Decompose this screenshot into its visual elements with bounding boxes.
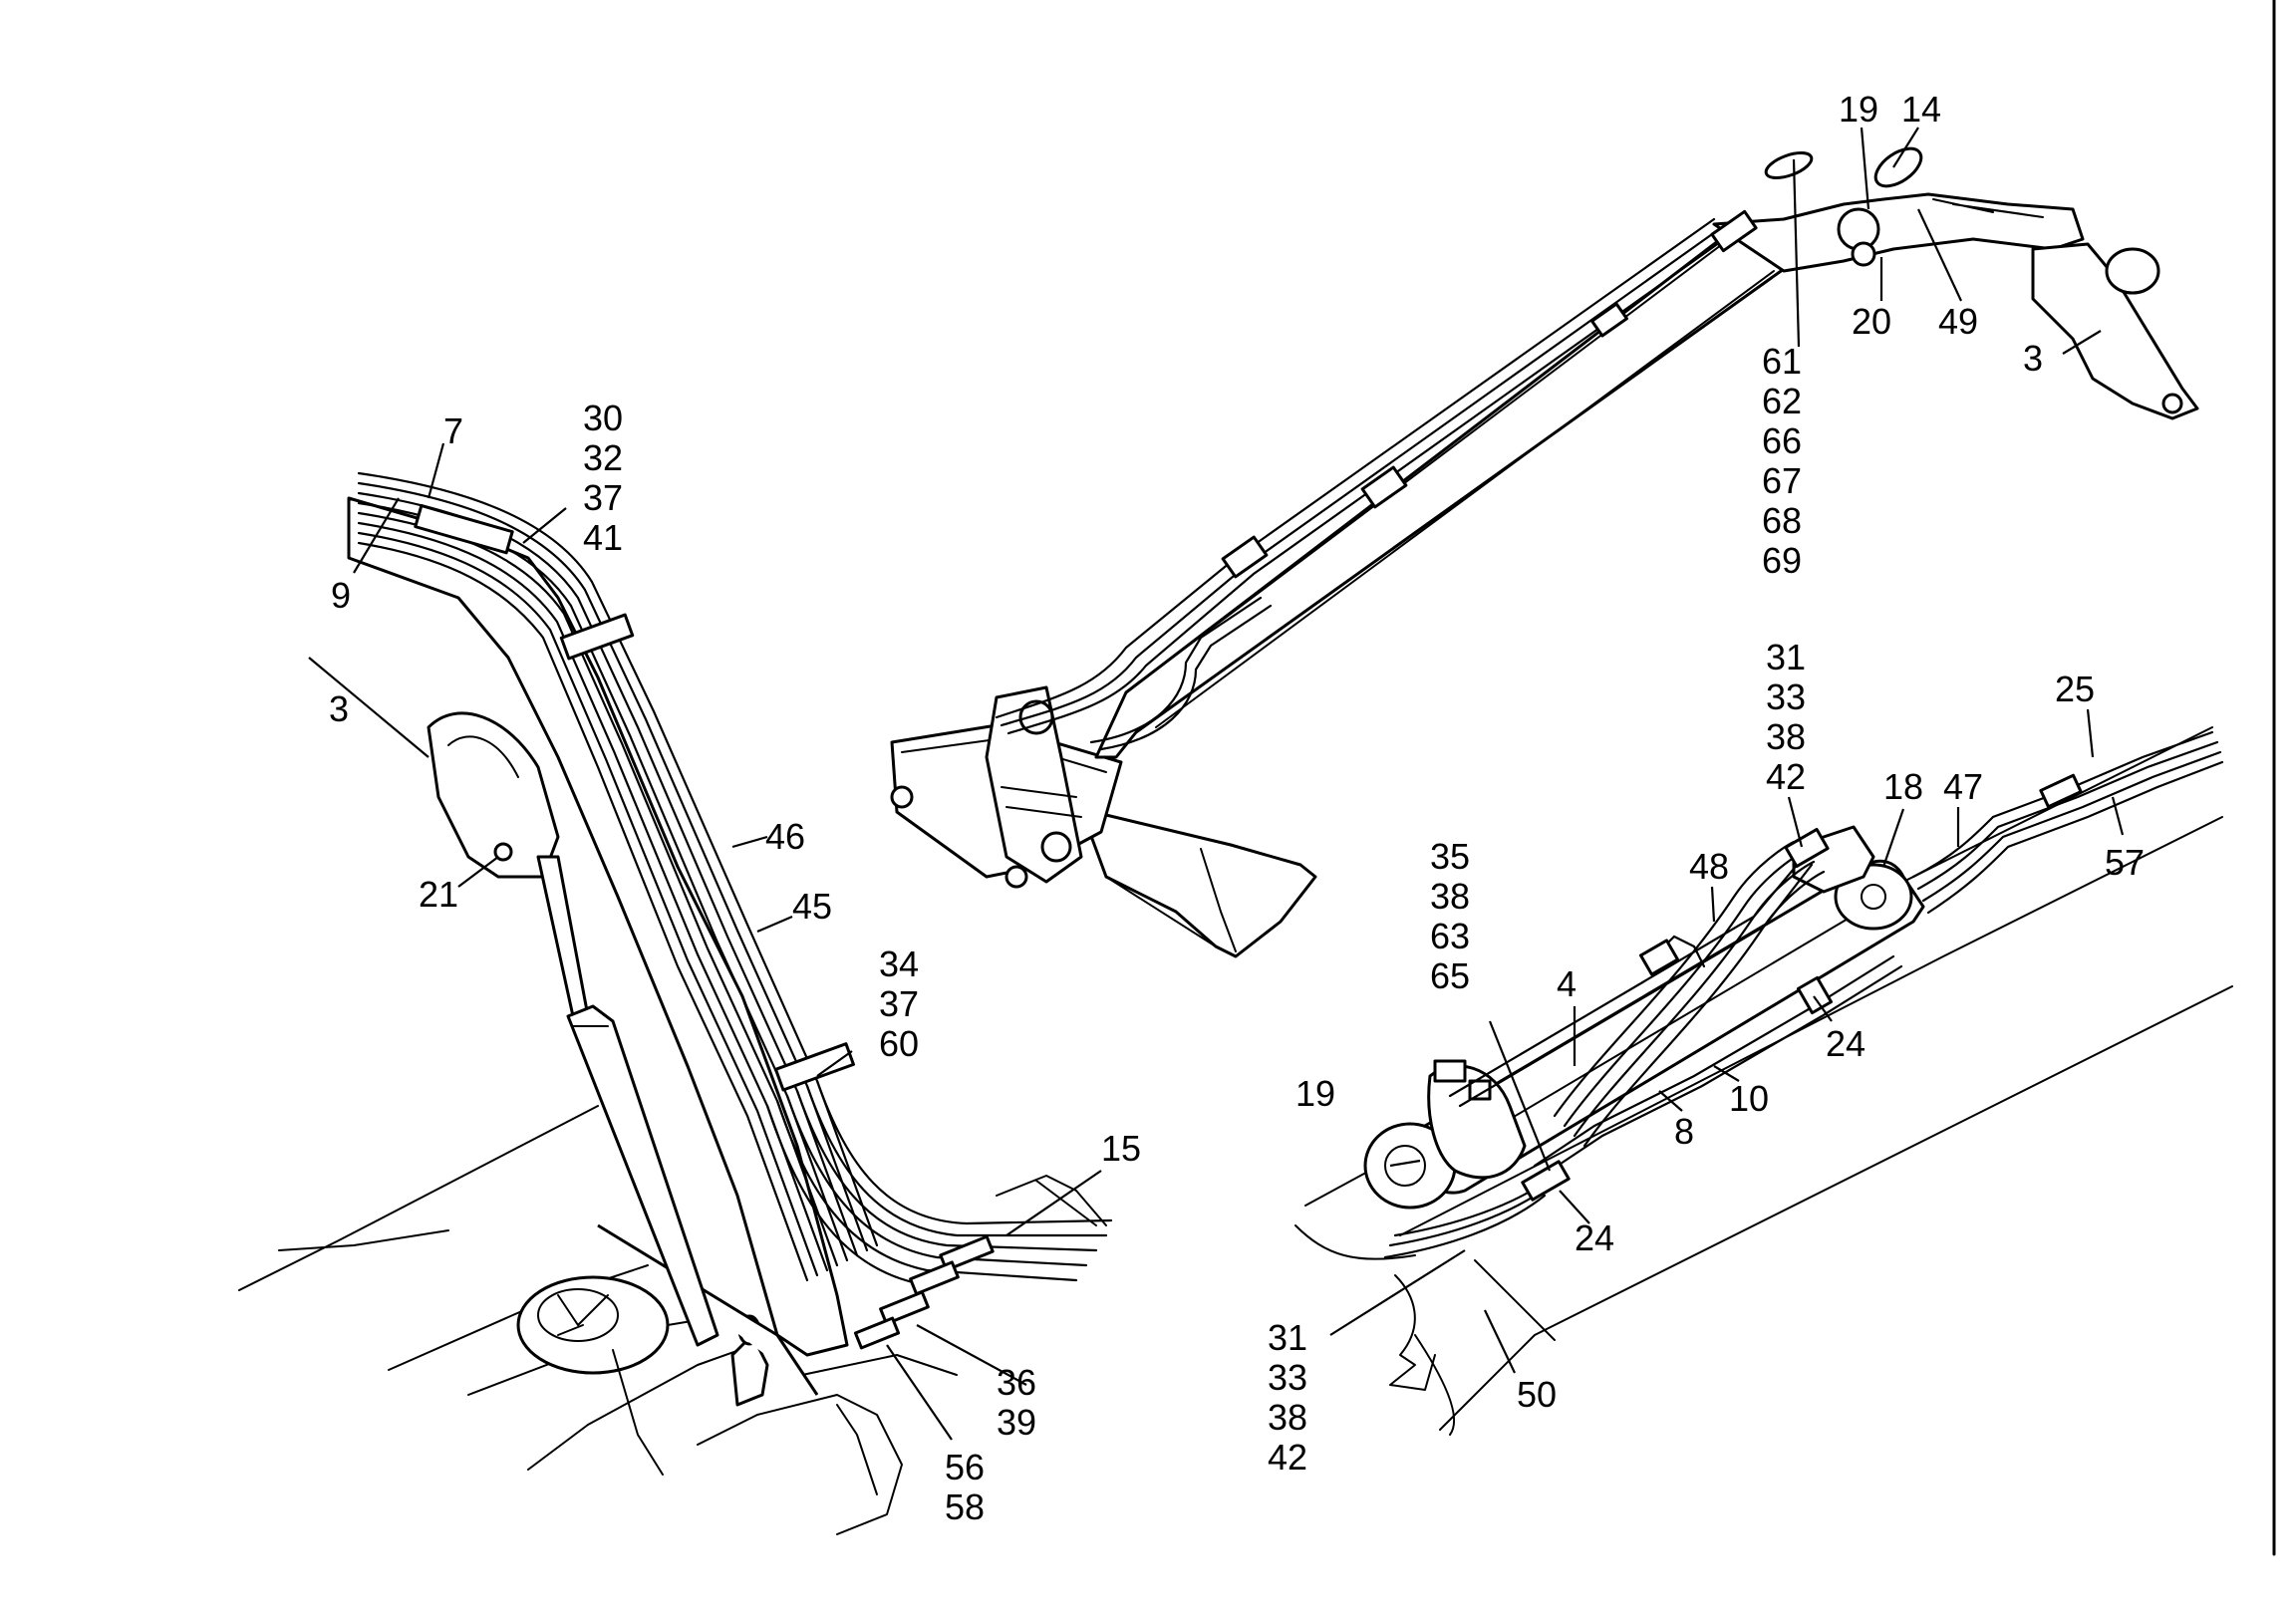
callout-label: 31 <box>1766 637 1806 677</box>
callout-label: 46 <box>765 816 805 857</box>
callout-label: 24 <box>1826 1023 1866 1064</box>
callout-label: 39 <box>997 1402 1036 1443</box>
callout-label: 63 <box>1430 916 1470 956</box>
callout-label: 65 <box>1430 955 1470 996</box>
callout-label: 20 <box>1852 301 1891 342</box>
callout-label: 37 <box>583 477 623 518</box>
callout-label: 42 <box>1766 756 1806 797</box>
detail-hoses <box>1383 730 2224 1259</box>
upper-boom-view: 19 14 20 49 3 61 62 66 67 68 69 <box>890 89 2199 958</box>
callout-label: 25 <box>2055 669 2095 709</box>
callout-label: 69 <box>1762 540 1802 581</box>
callout-label: 68 <box>1762 500 1802 541</box>
lower-detail-view: 31 33 38 42 25 18 47 57 48 35 38 63 65 4… <box>1268 637 2233 1478</box>
callout-label: 4 <box>1557 963 1577 1004</box>
upper-boom-hoses <box>995 146 1923 751</box>
callout-label: 7 <box>443 410 463 451</box>
callout-label: 31 <box>1268 1317 1307 1358</box>
callout-label: 19 <box>1295 1073 1335 1114</box>
left-boom-leaders <box>308 442 1102 1441</box>
callout-label: 48 <box>1689 846 1729 887</box>
callout-label: 58 <box>945 1486 985 1527</box>
callout-label: 57 <box>2105 842 2145 883</box>
callout-label: 38 <box>1268 1397 1307 1438</box>
left-hose-bundle <box>357 471 1113 1350</box>
callout-label: 3 <box>329 688 349 729</box>
callout-label: 34 <box>879 944 919 984</box>
callout-label: 62 <box>1762 381 1802 421</box>
callout-label: 14 <box>1901 89 1941 130</box>
callout-label: 42 <box>1268 1437 1307 1478</box>
callout-label: 60 <box>879 1023 919 1064</box>
callout-label: 56 <box>945 1447 985 1487</box>
callout-label: 47 <box>1943 766 1983 807</box>
callout-label: 10 <box>1729 1078 1769 1119</box>
callout-label: 9 <box>331 575 351 616</box>
callout-label: 21 <box>419 874 458 915</box>
callout-label: 61 <box>1762 341 1802 382</box>
callout-label: 41 <box>583 517 623 558</box>
callout-label: 33 <box>1268 1357 1307 1398</box>
main-boom-illustration <box>1094 192 2199 759</box>
callout-label: 8 <box>1674 1111 1694 1152</box>
callout-label: 35 <box>1430 836 1470 877</box>
boom-cylinder <box>427 711 719 1347</box>
callout-label: 37 <box>879 983 919 1024</box>
detail-leaders <box>1329 708 2125 1374</box>
callout-label: 67 <box>1762 460 1802 501</box>
callout-label: 38 <box>1430 876 1470 917</box>
callout-label: 24 <box>1575 1217 1614 1258</box>
upper-boom-leaders <box>1792 127 2102 355</box>
callout-label: 18 <box>1883 766 1923 807</box>
callout-label: 66 <box>1762 420 1802 461</box>
bucket-illustration <box>1079 807 1317 958</box>
callout-label: 30 <box>583 398 623 438</box>
callout-label: 36 <box>997 1362 1036 1403</box>
callout-label: 3 <box>2023 338 2043 379</box>
callout-label: 33 <box>1766 676 1806 717</box>
callout-label: 38 <box>1766 716 1806 757</box>
callout-label: 45 <box>792 886 832 927</box>
stick-illustration <box>890 685 1123 889</box>
callout-label: 49 <box>1938 301 1978 342</box>
callout-label: 50 <box>1517 1374 1557 1415</box>
left-boom-view: 7 9 30 32 37 41 3 21 46 45 34 37 60 15 3… <box>238 398 1141 1535</box>
callout-label: 15 <box>1101 1128 1141 1169</box>
callout-label: 19 <box>1839 89 1878 130</box>
callout-label: 32 <box>583 437 623 478</box>
